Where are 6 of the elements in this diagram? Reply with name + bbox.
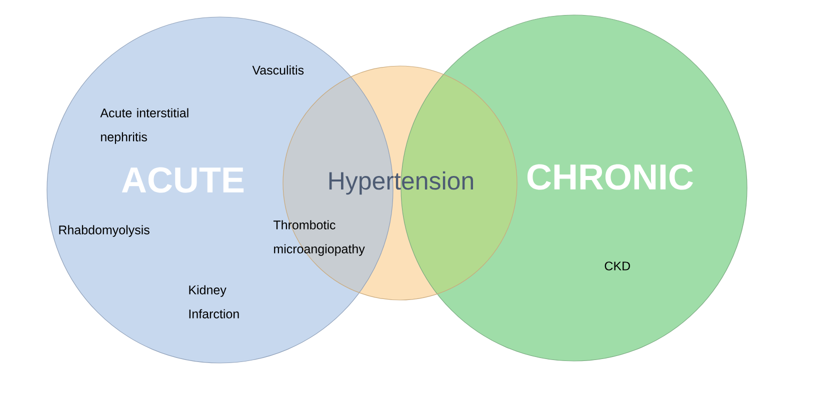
condition-label: Acute interstitial nephritis [100,108,188,144]
condition-label: Thrombotic microangiopathy [273,220,365,256]
condition-label: Vasculitis [252,65,304,75]
condition-label: Rhabdomyolysis [59,225,150,237]
condition-label: Kidney Infarction [189,285,239,318]
condition-label: CKD [604,262,630,270]
